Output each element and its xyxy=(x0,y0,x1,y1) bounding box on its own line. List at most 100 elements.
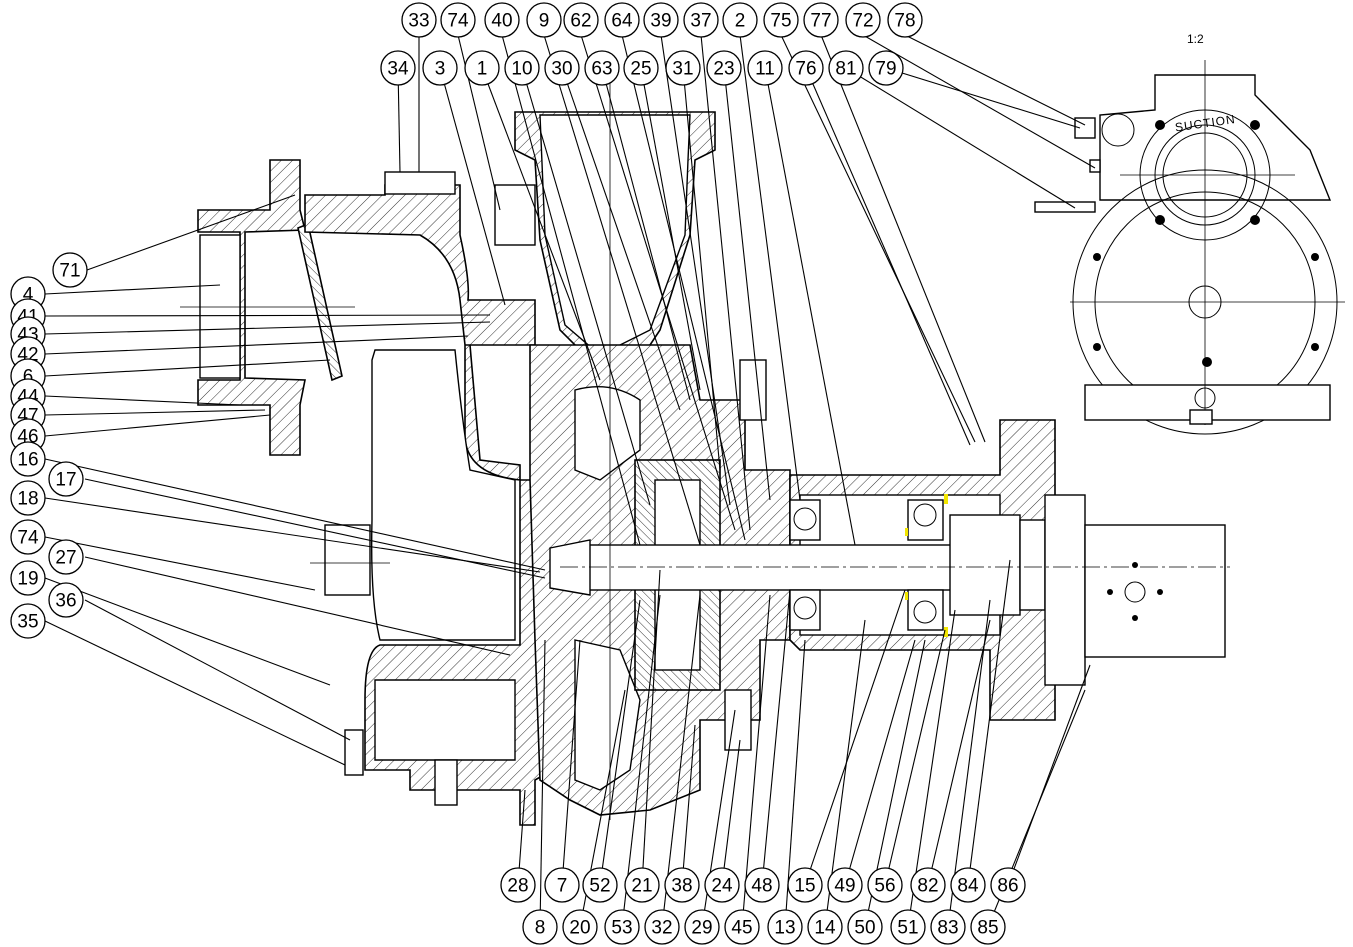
callout-top2-10: 76 xyxy=(788,50,824,86)
callout-bottom-2: 52 xyxy=(582,867,618,903)
callout-left-12: 74 xyxy=(10,519,46,555)
callout-left-14: 19 xyxy=(10,560,46,596)
volute-channel xyxy=(574,385,641,481)
callout-top-11: 72 xyxy=(845,2,881,38)
callout-top-5: 64 xyxy=(604,2,640,38)
svg-text:25: 25 xyxy=(630,59,651,80)
callout-bottom-6: 48 xyxy=(744,867,780,903)
callout-bottom-8: 49 xyxy=(827,867,863,903)
motor-flange xyxy=(1044,494,1086,686)
svg-text:71: 71 xyxy=(59,261,80,282)
callout-bottom2-11: 85 xyxy=(970,909,1006,945)
motor xyxy=(1084,524,1226,658)
svg-text:52: 52 xyxy=(589,876,610,897)
callout-left-15: 36 xyxy=(48,582,84,618)
callout-top-7: 37 xyxy=(683,2,719,38)
svg-text:86: 86 xyxy=(997,876,1018,897)
callout-bottom-0: 28 xyxy=(500,867,536,903)
svg-text:76: 76 xyxy=(795,59,816,80)
callout-bottom-11: 84 xyxy=(950,867,986,903)
svg-text:27: 27 xyxy=(55,548,76,569)
callout-left-0: 71 xyxy=(52,252,88,288)
callout-bottom2-5: 45 xyxy=(724,909,760,945)
coupling xyxy=(949,514,1021,616)
svg-text:33: 33 xyxy=(408,11,429,32)
svg-text:50: 50 xyxy=(854,918,875,939)
callout-top2-9: 11 xyxy=(747,50,783,86)
svg-text:6: 6 xyxy=(23,367,34,388)
callout-left-10: 17 xyxy=(48,461,84,497)
svg-text:31: 31 xyxy=(672,59,693,80)
impeller-nut xyxy=(549,539,591,596)
callout-top-2: 40 xyxy=(484,2,520,38)
svg-text:9: 9 xyxy=(539,11,550,32)
callout-left-11: 18 xyxy=(10,480,46,516)
callout-top-12: 78 xyxy=(887,2,923,38)
svg-text:74: 74 xyxy=(447,11,469,32)
svg-text:72: 72 xyxy=(852,11,873,32)
callout-bottom2-7: 14 xyxy=(807,909,843,945)
callout-top2-11: 81 xyxy=(828,50,864,86)
svg-text:51: 51 xyxy=(897,918,918,939)
flap-valve xyxy=(297,222,343,382)
callout-bottom-5: 24 xyxy=(704,867,740,903)
shaft xyxy=(569,544,1011,591)
svg-text:74: 74 xyxy=(17,528,39,549)
svg-text:85: 85 xyxy=(977,918,998,939)
svg-text:29: 29 xyxy=(691,918,712,939)
front-bearing xyxy=(789,499,821,631)
svg-text:63: 63 xyxy=(591,59,612,80)
svg-text:24: 24 xyxy=(711,876,733,897)
callout-top-0: 33 xyxy=(401,2,437,38)
callout-bottom2-2: 53 xyxy=(604,909,640,945)
callout-bottom-10: 82 xyxy=(910,867,946,903)
callout-bottom2-10: 83 xyxy=(930,909,966,945)
callout-bottom2-3: 32 xyxy=(644,909,680,945)
svg-text:13: 13 xyxy=(774,918,795,939)
svg-text:14: 14 xyxy=(814,918,836,939)
svg-text:35: 35 xyxy=(17,612,38,633)
svg-text:18: 18 xyxy=(17,489,38,510)
priming-plug xyxy=(384,171,456,195)
svg-text:38: 38 xyxy=(671,876,692,897)
end-view: 1:2 SUCTION xyxy=(1034,32,1345,435)
drain-plug xyxy=(324,524,371,596)
svg-text:48: 48 xyxy=(751,876,772,897)
callout-top-9: 75 xyxy=(763,2,799,38)
suction-flange xyxy=(197,159,307,456)
leaders xyxy=(44,34,1096,928)
svg-text:23: 23 xyxy=(713,59,734,80)
svg-text:21: 21 xyxy=(631,876,652,897)
casing-chamber xyxy=(370,349,516,641)
callout-top2-5: 63 xyxy=(584,50,620,86)
callout-bottom-3: 21 xyxy=(624,867,660,903)
svg-text:1: 1 xyxy=(477,59,488,80)
svg-text:83: 83 xyxy=(937,918,958,939)
callout-top2-8: 23 xyxy=(706,50,742,86)
svg-text:28: 28 xyxy=(507,876,528,897)
suction-bore xyxy=(199,234,241,379)
volute-channel-lower xyxy=(574,639,641,791)
svg-text:2: 2 xyxy=(735,11,746,32)
callout-top2-1: 3 xyxy=(422,50,458,86)
callout-top-6: 39 xyxy=(643,2,679,38)
discharge-bore xyxy=(539,114,691,356)
callout-top-3: 9 xyxy=(526,2,562,38)
rear-bearing xyxy=(907,499,944,631)
callout-bottom-7: 15 xyxy=(787,867,823,903)
svg-text:4: 4 xyxy=(23,285,34,306)
svg-text:77: 77 xyxy=(810,11,831,32)
casing-lower-chamber xyxy=(374,679,516,761)
callout-top-1: 74 xyxy=(440,2,476,38)
svg-text:56: 56 xyxy=(874,876,895,897)
callout-left-13: 27 xyxy=(48,539,84,575)
callout-bottom2-4: 29 xyxy=(684,909,720,945)
callout-top-10: 77 xyxy=(803,2,839,38)
callout-bottom2-9: 51 xyxy=(890,909,926,945)
svg-text:45: 45 xyxy=(731,918,752,939)
svg-text:75: 75 xyxy=(770,11,791,32)
